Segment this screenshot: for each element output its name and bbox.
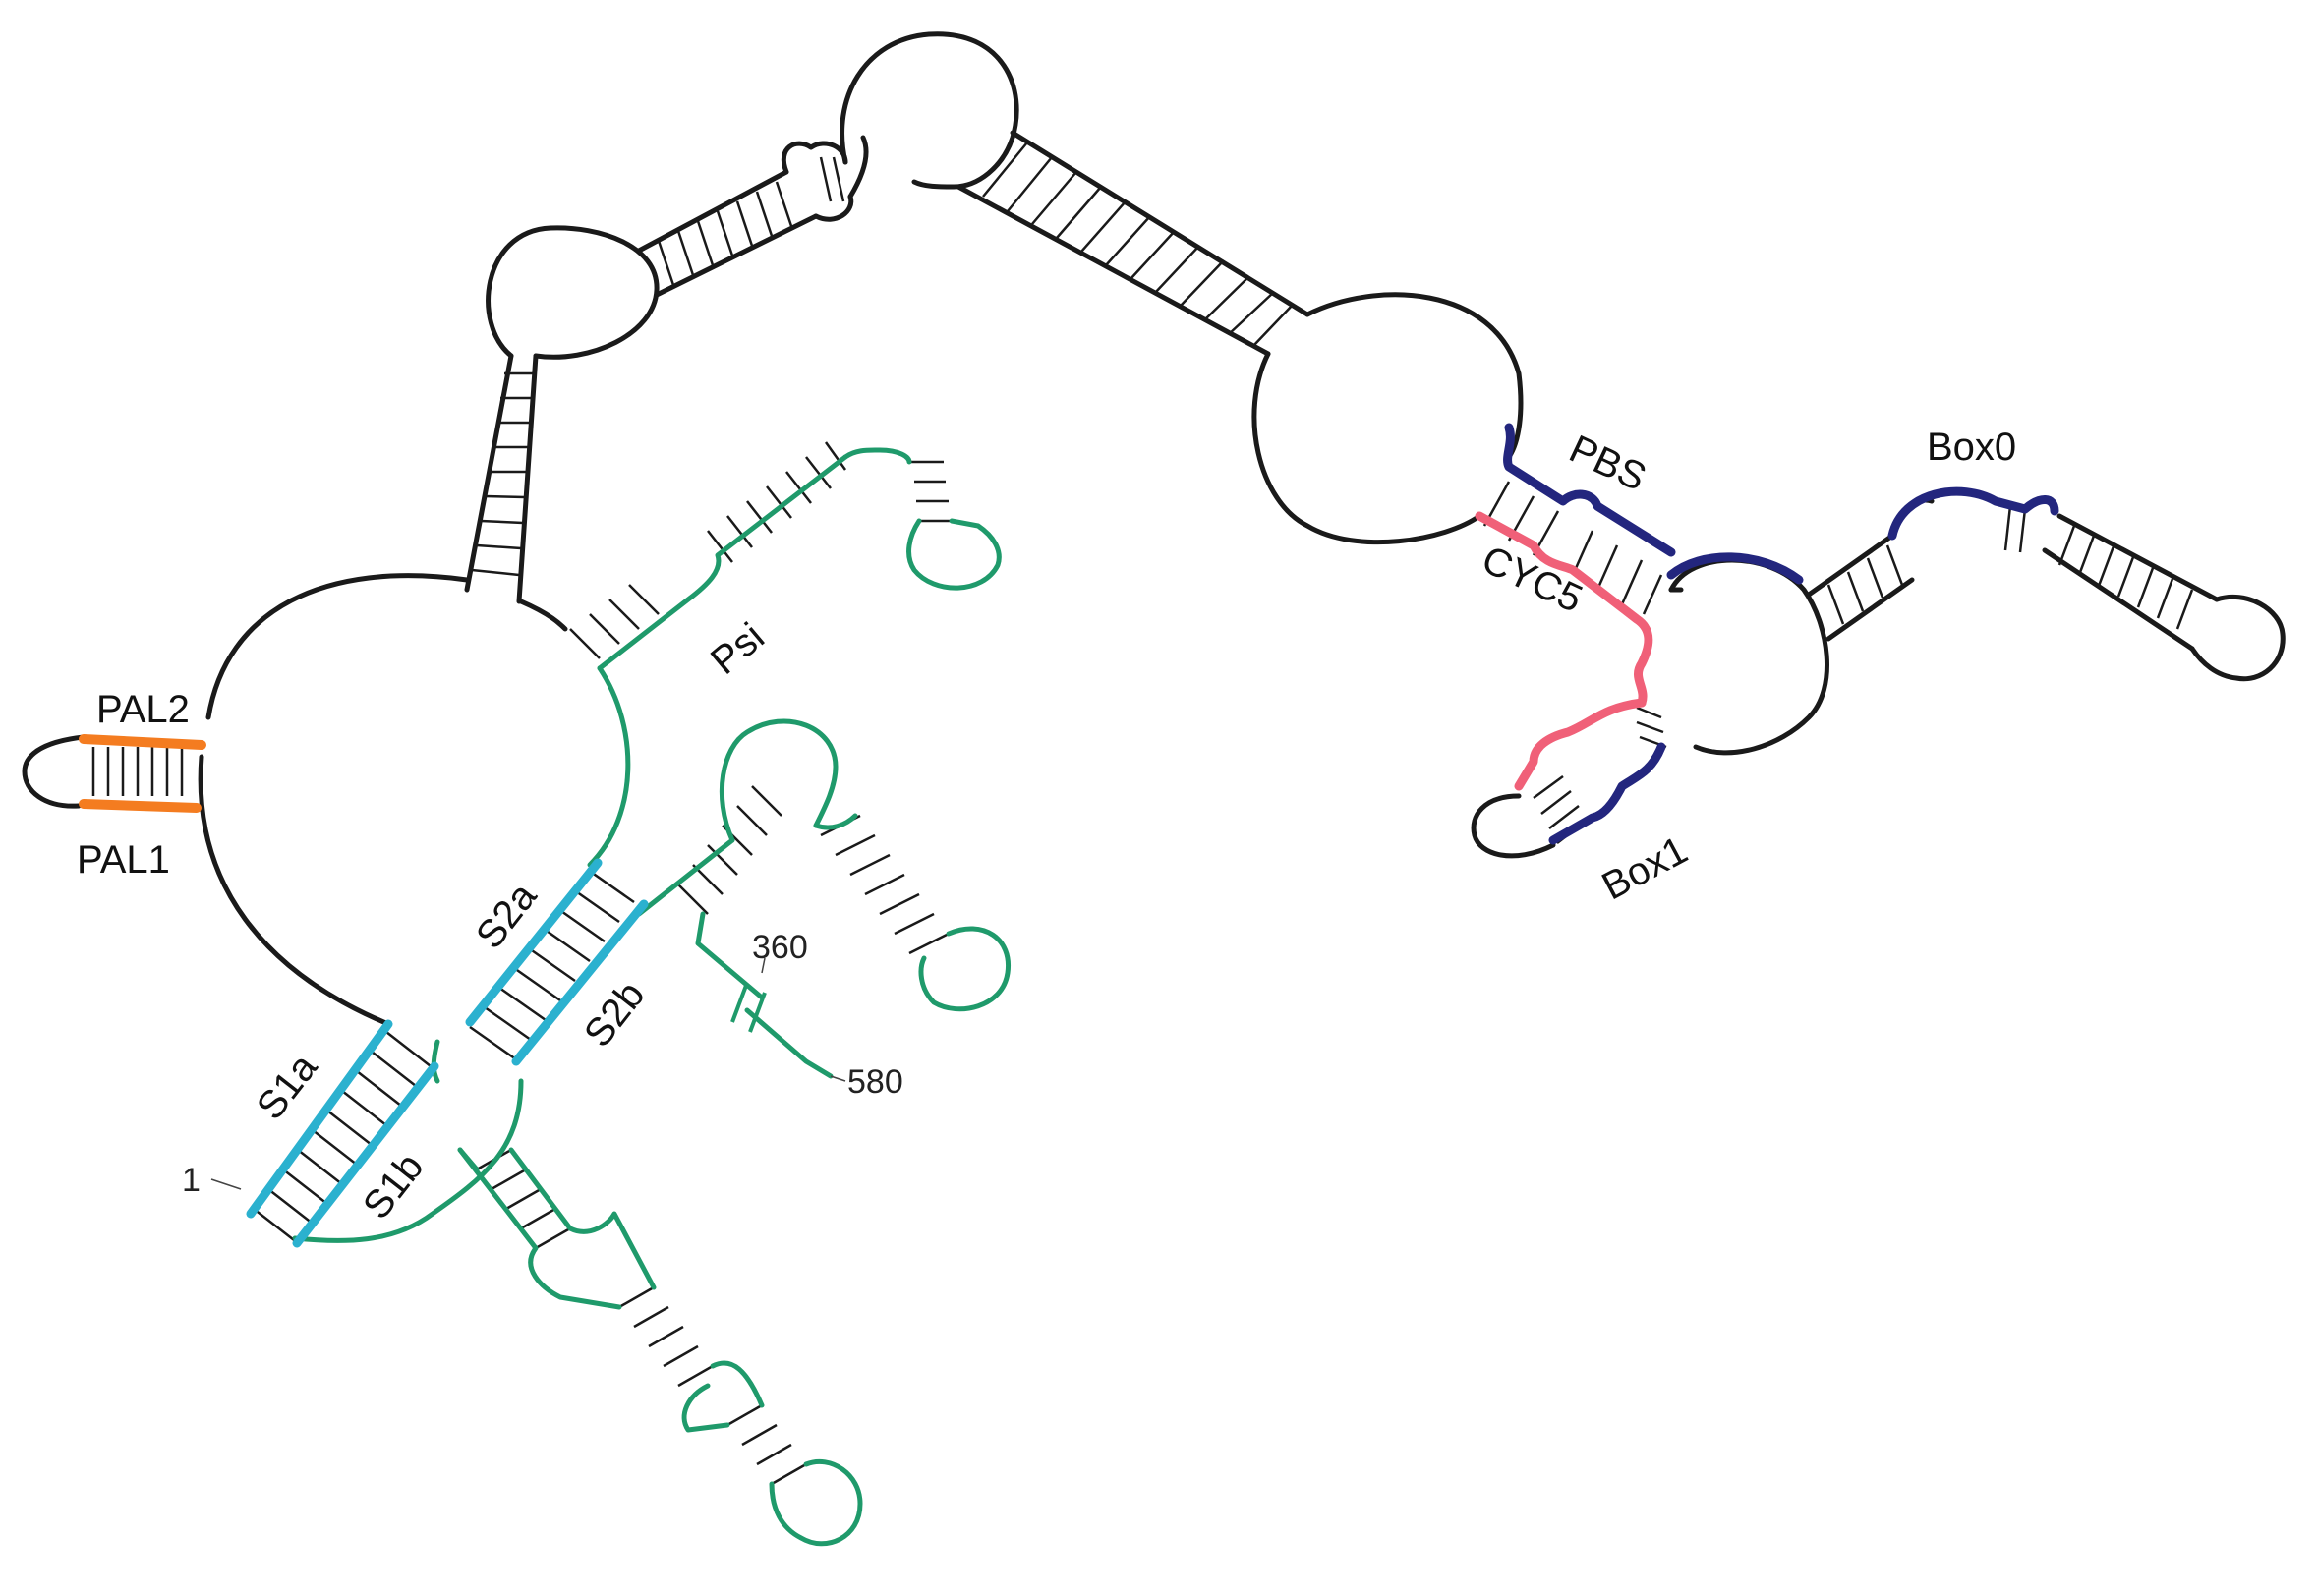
cyc5-pink (1475, 511, 1653, 791)
label-s2b: S2b (576, 973, 653, 1054)
chain-break-mark (730, 982, 767, 1033)
label-position-1: 1 (182, 1162, 201, 1199)
s1a-strand (246, 1019, 393, 1219)
pbs-box-navy (1503, 423, 2059, 845)
base-pair-ticks (91, 142, 2194, 1486)
label-position-580: 580 (847, 1063, 903, 1101)
s1b-strand (292, 1061, 439, 1248)
label-psi: Psi (703, 615, 773, 683)
box-upper-strand (1666, 552, 1804, 585)
label-pal2: PAL2 (96, 688, 190, 731)
number-leader-lines (210, 957, 846, 1190)
backbone-black (22, 31, 2286, 1027)
pal1-strand (79, 799, 202, 813)
pal2-strand (79, 734, 206, 750)
s2a-strand (465, 858, 603, 1027)
cyc5-strand-lower (1514, 698, 1647, 791)
label-box0: Box0 (1927, 426, 2016, 469)
label-position-360: 360 (752, 929, 808, 966)
pbs-strand (1503, 423, 1676, 557)
box1-strand (1548, 742, 1666, 845)
label-pbs: PBS (1563, 428, 1652, 500)
label-pal1: PAL1 (77, 838, 170, 882)
label-s1a: S1a (249, 1046, 326, 1128)
psi-region-green (292, 447, 1012, 1547)
label-box1: Box1 (1595, 828, 1695, 909)
box0-strand (1887, 486, 2059, 541)
cyc5-strand-upper (1475, 511, 1653, 708)
s-stems-cyan (246, 858, 649, 1248)
s2b-strand (511, 899, 649, 1066)
pal-strands-orange (79, 734, 206, 813)
